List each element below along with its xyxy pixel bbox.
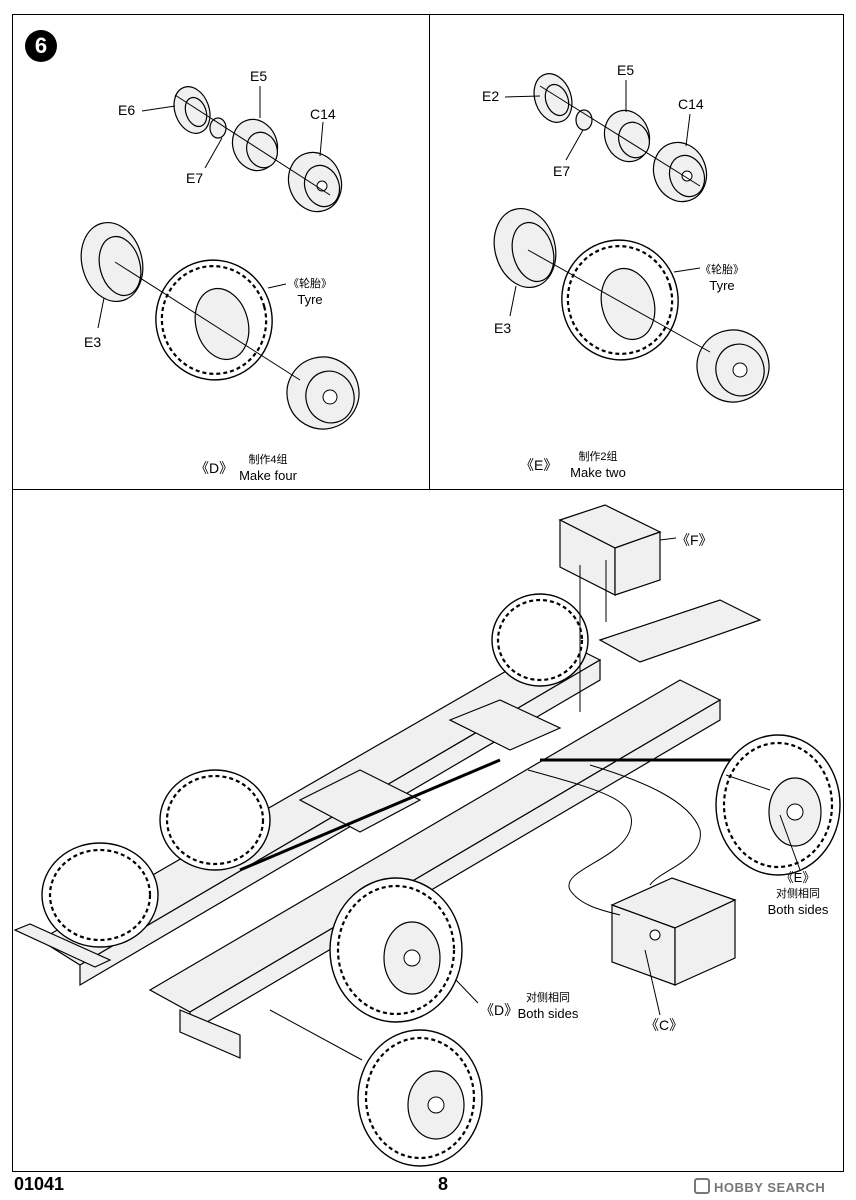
callout-e-cn: 对侧相同 — [776, 888, 820, 900]
tyre-label-cn: 《轮胎》 — [700, 264, 744, 276]
callout-d: 对侧相同 Both sides — [510, 990, 586, 1022]
model-number: 01041 — [14, 1174, 65, 1194]
watermark: HOBBY SEARCH — [694, 1178, 825, 1195]
instruction-e-cn: 制作2组 — [578, 451, 618, 463]
tyre-label-cn: 《轮胎》 — [288, 278, 332, 290]
callout-d-en: Both sides — [517, 1006, 579, 1021]
callout-f: 《F》 — [676, 532, 713, 548]
assembly-code-e: 《E》 — [520, 457, 558, 473]
label-c14: C14 — [310, 106, 336, 122]
page-number: 8 — [438, 1174, 449, 1194]
tyre-label-d: 《轮胎》 Tyre — [285, 276, 335, 308]
callout-e-en: Both sides — [767, 902, 829, 917]
callout-e: 《E》 对侧相同 Both sides — [758, 870, 838, 918]
label-e5: E5 — [250, 68, 268, 84]
label-e5: E5 — [617, 62, 635, 78]
callout-e-code: 《E》 — [780, 870, 816, 885]
chassis-drawing — [13, 504, 841, 1167]
label-e7: E7 — [186, 170, 204, 186]
tyre-label-en: Tyre — [709, 278, 735, 293]
label-e6: E6 — [118, 102, 136, 118]
label-e3: E3 — [494, 320, 512, 336]
panel-d-parts — [80, 86, 360, 430]
step-number-badge: 6 — [25, 30, 57, 62]
instruction-d-en: Make four — [239, 468, 297, 483]
label-e2: E2 — [482, 88, 500, 104]
instruction-e-en: Make two — [570, 465, 626, 480]
assembly-code-d: 《D》 — [195, 460, 234, 476]
tyre-label-e: 《轮胎》 Tyre — [697, 262, 747, 294]
callout-d-cn: 对侧相同 — [526, 992, 570, 1004]
label-e7: E7 — [553, 163, 571, 179]
panel-e-parts — [493, 73, 770, 403]
instruction-d: 制作4组 Make four — [228, 452, 308, 484]
label-e3: E3 — [84, 334, 102, 350]
watermark-logo-icon — [694, 1178, 710, 1194]
label-c14: C14 — [678, 96, 704, 112]
instruction-e: 制作2组 Make two — [558, 449, 638, 481]
instruction-d-cn: 制作4组 — [248, 454, 288, 466]
main-assembly-frame — [12, 489, 844, 1172]
watermark-text: HOBBY SEARCH — [714, 1180, 826, 1195]
callout-c: 《C》 — [645, 1017, 684, 1033]
callout-d-code: 《D》 — [480, 1002, 519, 1018]
tyre-label-en: Tyre — [297, 292, 323, 307]
step-number: 6 — [34, 33, 48, 58]
